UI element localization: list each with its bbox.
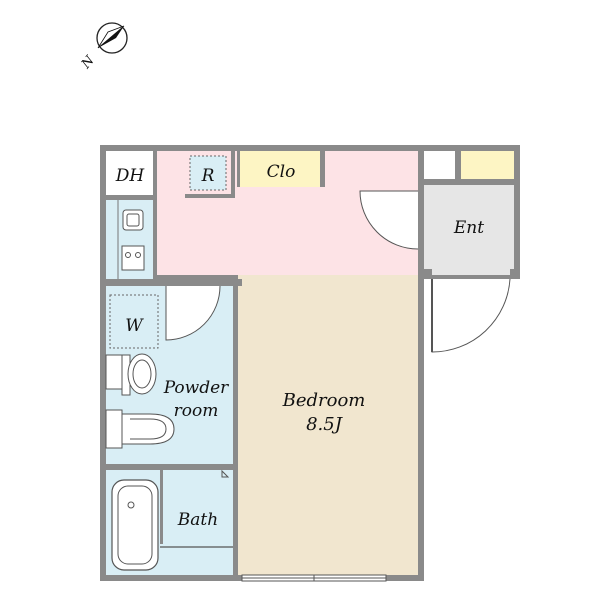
wall-entrance-shelf <box>424 179 514 185</box>
hall-door-swing <box>359 190 419 250</box>
closet-area <box>240 151 320 187</box>
refrigerator-label: R <box>201 166 215 186</box>
washbasin-cabinet-icon <box>105 354 123 390</box>
washbasin-inner-icon <box>132 359 152 389</box>
bath-door-marker-icon <box>221 469 230 478</box>
powder-door-swing <box>165 285 221 341</box>
compass-north-label: N <box>78 53 98 73</box>
toilet-seat-icon <box>130 418 167 440</box>
wall-entrance-lower <box>418 279 424 581</box>
wall-powder-right <box>233 279 238 581</box>
wall-entrance-bottom-right <box>510 269 520 279</box>
wall-entrance-shelf-divider <box>455 151 461 179</box>
entrance-shelf-right <box>461 151 514 179</box>
kitchen-sink-icon <box>122 209 144 231</box>
bedroom-label-line1: Bedroom <box>282 390 366 411</box>
wall-kitchen-right <box>153 151 157 279</box>
kitchen-sink-basin-icon <box>126 213 140 227</box>
compass: N <box>78 22 128 73</box>
bathtub-icon <box>111 479 159 571</box>
closet-wall-right <box>320 151 325 187</box>
refrigerator-wall-right <box>231 151 235 198</box>
bedroom-area <box>238 275 418 575</box>
closet-label: Clo <box>267 162 296 182</box>
wall-dh-bottom <box>100 195 155 200</box>
washer-space-box <box>109 294 159 349</box>
wall-powder-bath <box>100 464 238 470</box>
wall-entrance-left <box>418 145 424 279</box>
compass-needle-tail-icon <box>97 25 125 49</box>
entrance-area <box>424 185 514 275</box>
refrigerator-wall-bottom <box>185 194 235 198</box>
closet-wall-left <box>237 151 240 187</box>
bathtub-inner-icon <box>117 485 153 565</box>
bedroom-label-line2: 8.5J <box>306 414 344 435</box>
washer-label: W <box>125 316 144 336</box>
entrance-label: Ent <box>453 218 484 238</box>
bathtub-drain-icon <box>127 501 135 509</box>
dh-label: DH <box>115 166 146 186</box>
wall-bath-inner <box>160 470 163 544</box>
entrance-door-swing <box>431 278 511 353</box>
bath-label: Bath <box>177 510 218 530</box>
entrance-shelf-left <box>424 151 455 179</box>
powder-room-label-line1: Powder <box>163 378 229 398</box>
toilet-tank-icon <box>105 409 123 449</box>
wall-kitchen-bottom <box>100 279 164 286</box>
wall-entrance-bottom-left <box>418 269 432 279</box>
washbasin-bowl-icon <box>127 353 157 395</box>
stove-burner-icon <box>135 252 141 258</box>
stove-burner-icon <box>125 252 131 258</box>
refrigerator-box <box>189 155 227 191</box>
dh-area <box>106 151 153 195</box>
powder-room-label-line2: room <box>174 401 219 421</box>
kitchen-stove-icon <box>121 245 145 271</box>
